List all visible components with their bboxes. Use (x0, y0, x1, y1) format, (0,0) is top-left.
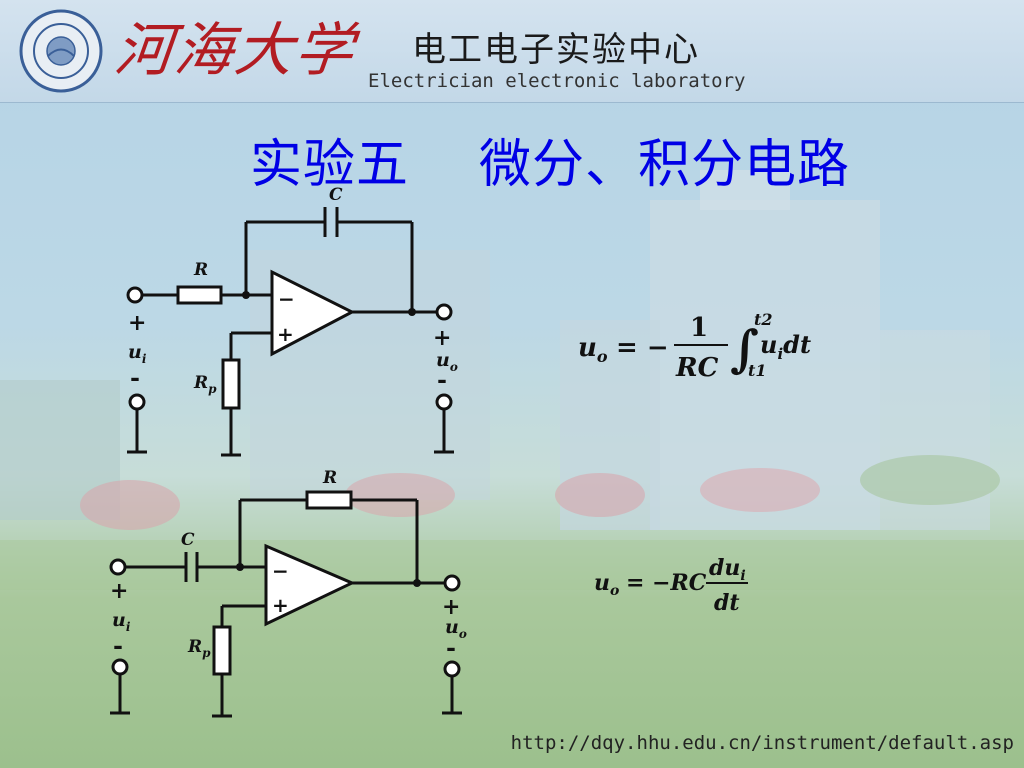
label-Rp: Rp (193, 373, 217, 396)
output-terminal-bottom (443, 660, 461, 678)
resistor-Rp (212, 625, 232, 676)
opamp-inverting-sign: − (278, 287, 295, 311)
output-terminal-bottom (435, 393, 453, 411)
integrand: uidt (760, 330, 811, 363)
integral-upper-limit: t2 (754, 310, 773, 329)
integrator-circuit: C R Rp + ui - + uo - − + (126, 185, 458, 457)
input-voltage-label: ui (128, 341, 147, 366)
opamp-noninverting-sign: + (272, 593, 289, 617)
input-minus-sign: - (130, 363, 140, 392)
formula-numerator: dui (709, 555, 746, 584)
formula-lhs: uo (578, 333, 608, 366)
input-terminal-top (109, 558, 127, 576)
opamp (264, 543, 356, 627)
center-name-cn: 电工电子实验中心 (412, 30, 700, 70)
formula-equals-minus-rc: = −RC (626, 570, 707, 596)
header-banner: 河海大学 电工电子实验中心 Electrician electronic lab… (0, 0, 1024, 103)
output-plus-sign: + (442, 594, 460, 620)
footer-url: http://dqy.hhu.edu.cn/instrument/default… (510, 732, 1014, 754)
output-terminal-top (443, 574, 461, 592)
label-R: R (193, 260, 208, 280)
input-terminal-top (126, 286, 144, 304)
center-name-en: Electrician electronic laboratory (368, 70, 746, 92)
formula-lhs: uo (594, 570, 619, 599)
resistor-R (176, 285, 223, 305)
input-minus-sign: - (113, 631, 123, 660)
resistor-Rp (221, 358, 241, 410)
resistor-R (305, 490, 353, 510)
opamp-inverting-sign: − (272, 559, 289, 583)
input-terminal-bottom (111, 658, 129, 676)
input-plus-sign: + (110, 578, 128, 604)
output-minus-sign: - (437, 365, 447, 394)
formula-equals-minus: = − (616, 333, 669, 363)
label-R: R (322, 468, 337, 488)
university-seal-logo (19, 9, 103, 93)
output-plus-sign: + (433, 325, 451, 351)
formula-denominator: dt (714, 590, 740, 616)
output-minus-sign: - (446, 633, 456, 662)
output-voltage-label: uo (436, 349, 458, 374)
formula-numerator: 1 (690, 313, 708, 343)
integral-lower-limit: t1 (748, 361, 767, 380)
opamp-noninverting-sign: + (277, 322, 294, 346)
output-voltage-label: uo (445, 616, 467, 641)
slide-title: 实验五 微分、积分电路 (249, 135, 851, 195)
formula-denominator: RC (675, 353, 719, 383)
opamp (270, 269, 356, 357)
input-plus-sign: + (128, 310, 146, 336)
differentiator-formula: uo = −RC dui dt (594, 555, 748, 616)
differentiator-circuit: C R Rp + ui - + uo - − + (109, 468, 467, 718)
output-terminal-top (435, 303, 453, 321)
label-Rp: Rp (187, 637, 211, 660)
input-terminal-bottom (128, 393, 146, 411)
input-voltage-label: ui (112, 609, 131, 634)
integral-sign: ∫ (730, 319, 759, 378)
label-C: C (181, 530, 195, 550)
label-C: C (329, 185, 343, 205)
integrator-formula: uo = − 1 RC ∫ t2 t1 uidt (578, 310, 811, 383)
